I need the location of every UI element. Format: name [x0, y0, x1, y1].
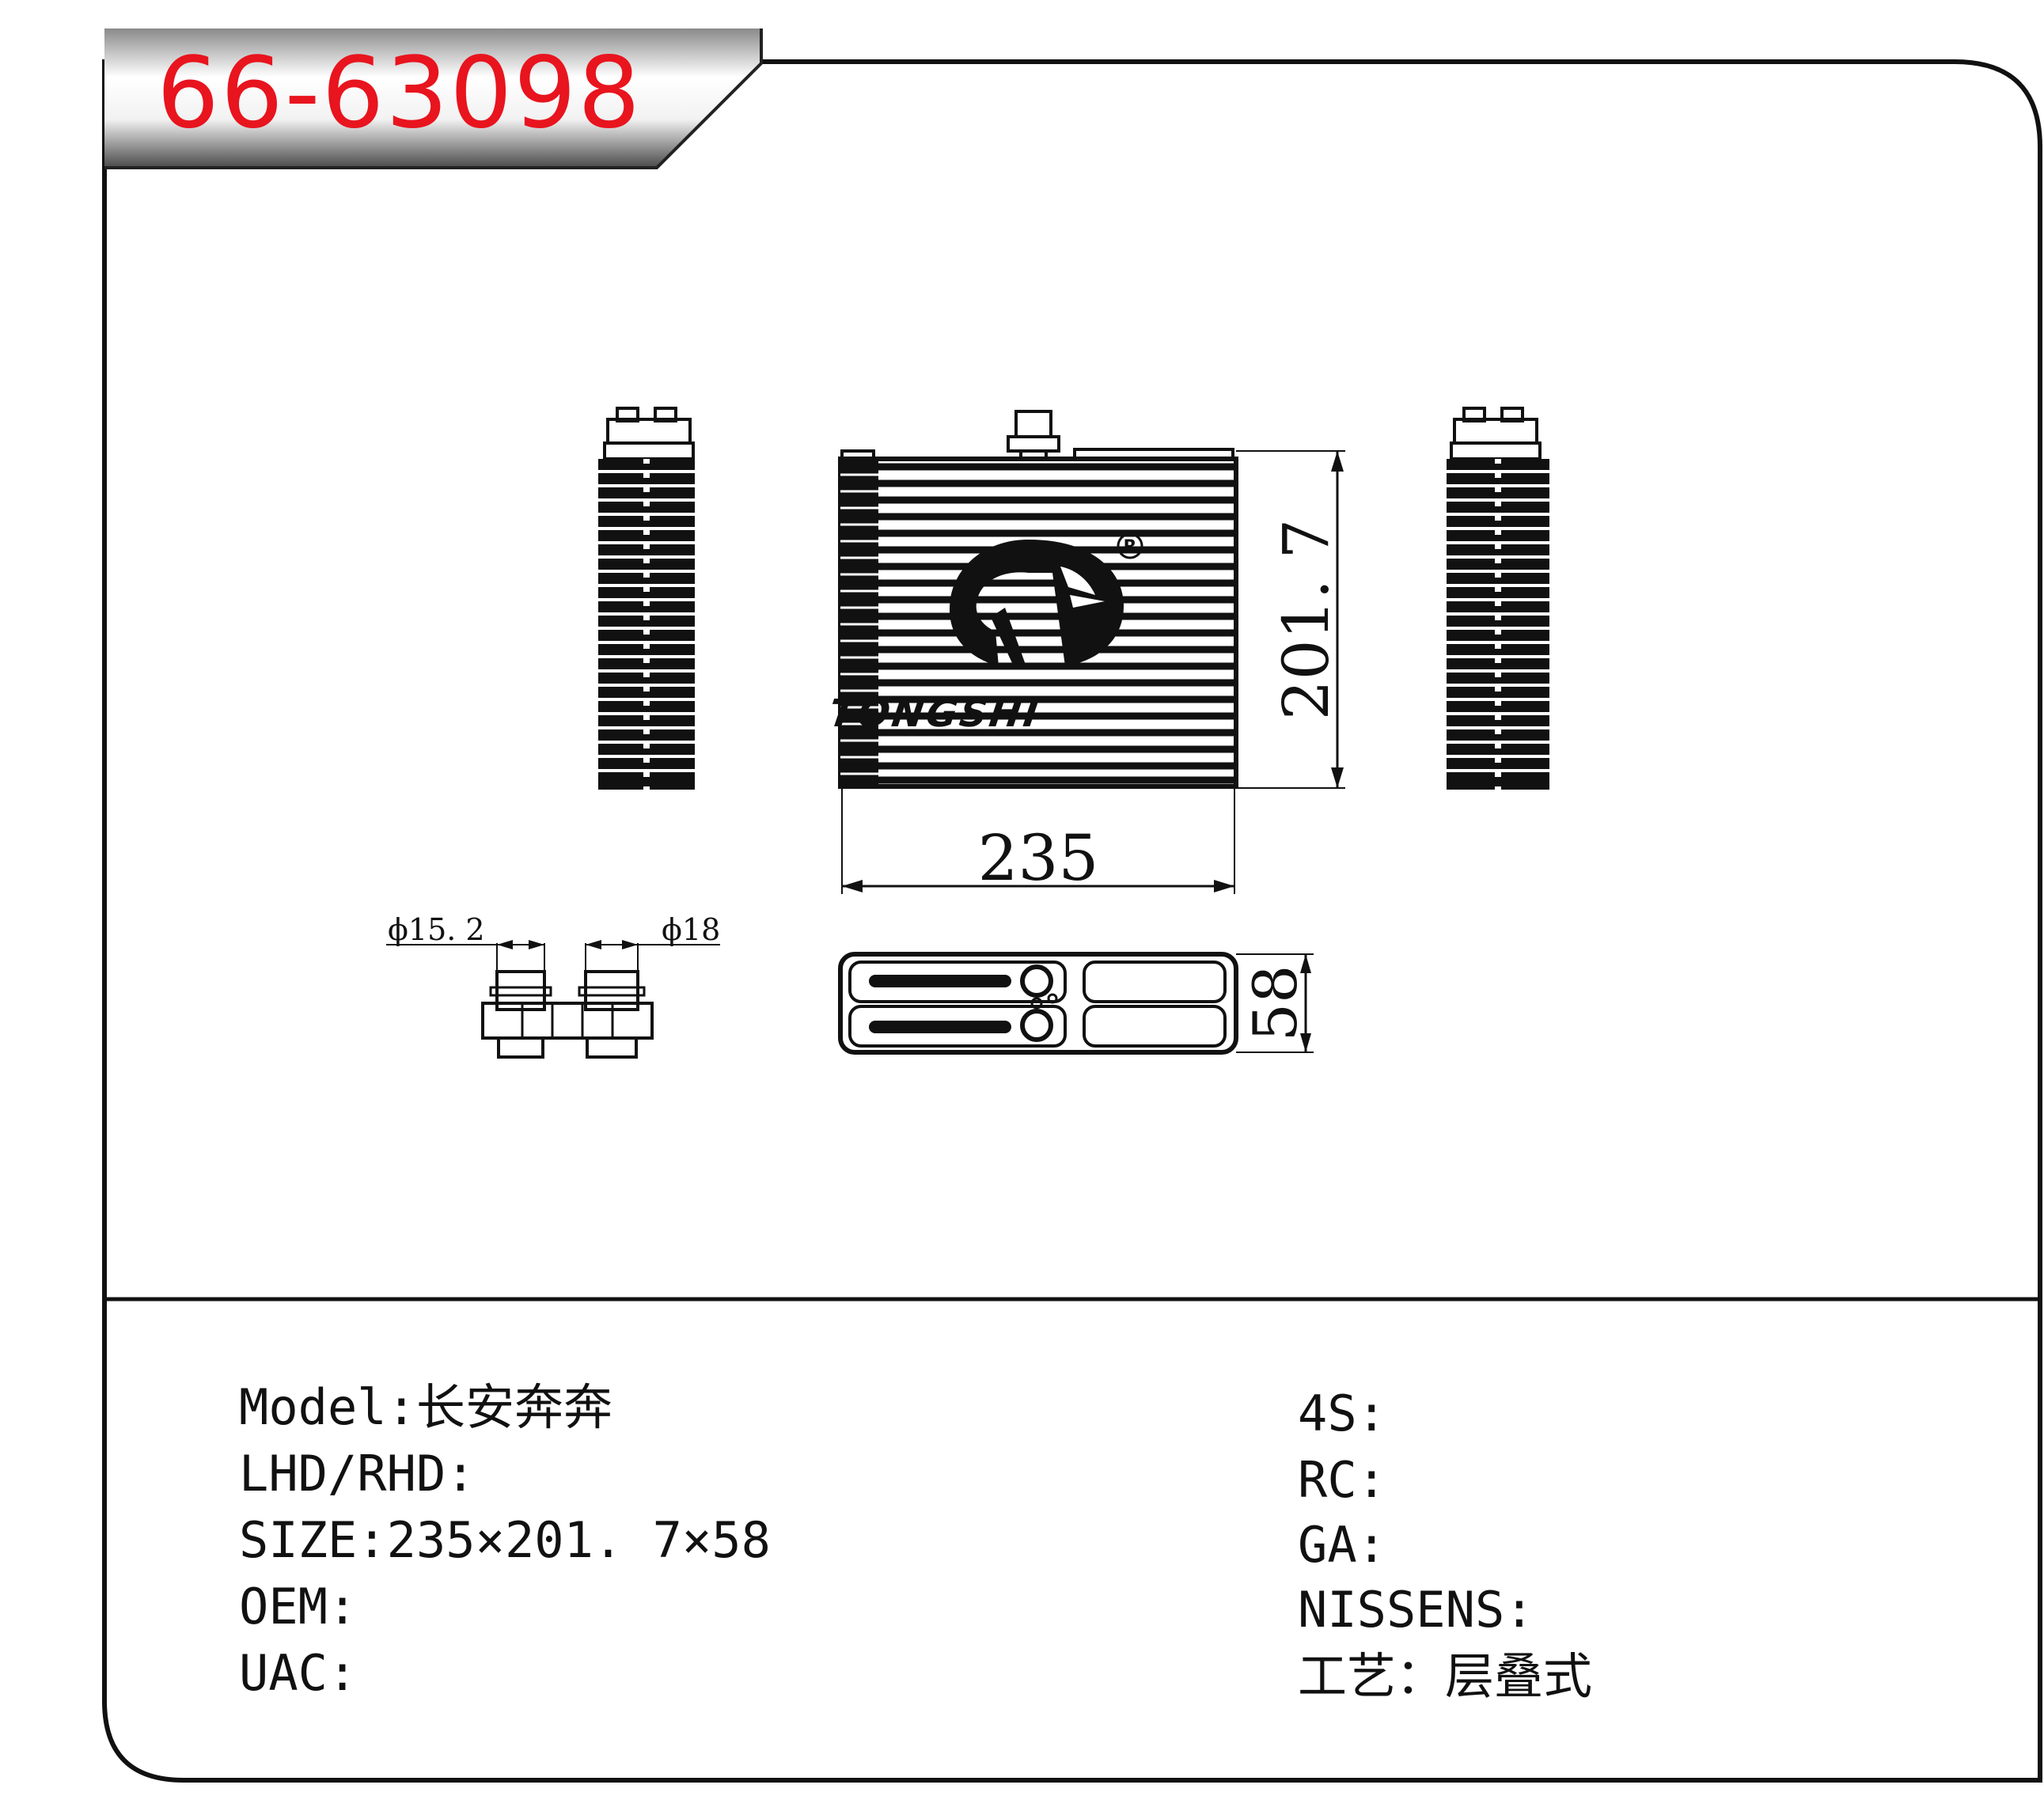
spec-uac-label: UAC:: [239, 1644, 358, 1702]
spec-size: SIZE:235×201. 7×58: [239, 1516, 771, 1565]
spec-rc-label: RC:: [1298, 1451, 1386, 1509]
spec-uac: UAC:: [239, 1649, 357, 1698]
spec-ga-label: GA:: [1298, 1516, 1386, 1574]
outer-frame: [102, 59, 2042, 1783]
right-side-view: [1447, 407, 1549, 790]
spec-ga: GA:: [1298, 1521, 1386, 1570]
top-view: 58: [838, 952, 1314, 1055]
spec-rc: RC:: [1298, 1456, 1386, 1505]
spec-model-value: 长安奔奔: [415, 1378, 612, 1436]
spec-model-label: Model:: [239, 1378, 416, 1436]
spec-model: Model:长安奔奔: [239, 1383, 612, 1432]
spec-4s: 4S:: [1298, 1389, 1386, 1438]
spec-4s-label: 4S:: [1298, 1385, 1386, 1442]
registered-mark-icon: [1117, 532, 1143, 559]
left-side-view: [598, 407, 695, 790]
spec-nissens: NISSENS:: [1298, 1586, 1534, 1635]
height-dimension: 201. 7: [1236, 450, 1345, 789]
height-dim-label: 201. 7: [1269, 519, 1343, 720]
spec-process-label: 工艺：: [1298, 1647, 1446, 1705]
front-view: [838, 410, 1238, 789]
brand-wordmark: TONGSHI: [826, 692, 1043, 736]
pipe-large-dim-label: ϕ18: [662, 912, 720, 947]
spec-nissens-label: NISSENS:: [1298, 1581, 1534, 1639]
spec-lhd-rhd: LHD/RHD:: [239, 1449, 476, 1499]
width-dimension: 235: [841, 788, 1235, 895]
spec-oem-label: OEM:: [239, 1578, 358, 1635]
spec-oem: OEM:: [239, 1582, 357, 1631]
header-tab: [104, 28, 761, 168]
pipe-small-dim-label: ϕ15. 2: [388, 912, 485, 947]
depth-dim-label: 58: [1240, 965, 1310, 1042]
spec-size-value: 235×201. 7×58: [386, 1511, 771, 1569]
spec-lhd-rhd-label: LHD/RHD:: [239, 1445, 476, 1502]
header-tab-edge: [104, 28, 763, 169]
tongshi-logo: R TONGSHI: [826, 532, 1143, 736]
fitting-detail: ϕ15. 2 ϕ18: [386, 912, 720, 1059]
spec-process-value: 层叠式: [1445, 1647, 1593, 1705]
spec-process: 工艺：层叠式: [1298, 1652, 1592, 1701]
registered-mark: R: [1124, 537, 1137, 557]
width-dim-label: 235: [978, 821, 1099, 895]
spec-size-label: SIZE:: [239, 1511, 387, 1569]
part-number-title: 66-63098: [157, 36, 642, 150]
